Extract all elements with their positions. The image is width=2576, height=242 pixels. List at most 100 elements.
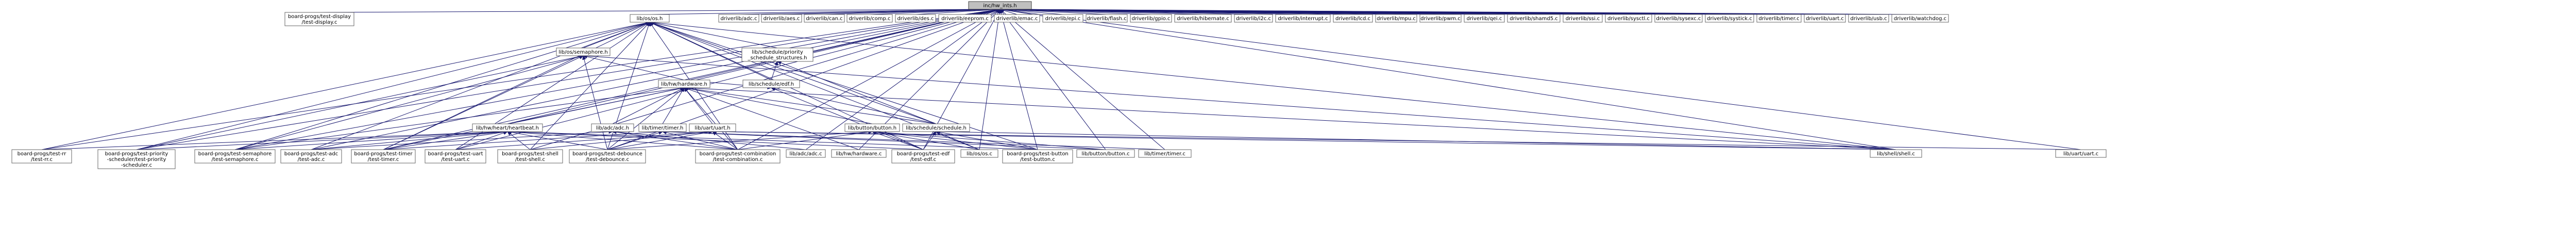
node-label: driverlib/lcd.c: [1335, 16, 1370, 22]
arrowhead: [582, 55, 586, 60]
edge-line: [979, 9, 1001, 150]
node-label: board-progs/test-semaphore: [198, 151, 272, 157]
node-lib_hw_c[interactable]: lib/hw/hardware.c: [831, 149, 887, 158]
node-bp_priority[interactable]: board-progs/test-priority-scheduler/test…: [97, 149, 176, 169]
node-drv_usb[interactable]: driverlib/usb.c: [1848, 14, 1889, 23]
edge-line: [607, 87, 685, 150]
node-lib_os_c[interactable]: lib/os/os.c: [960, 149, 998, 158]
node-drv_adc[interactable]: driverlib/adc.c: [718, 14, 759, 23]
edge-line: [612, 87, 685, 124]
node-label: -scheduler/test-priority: [107, 157, 166, 163]
node-drv_eeprom[interactable]: driverlib/eeprom.c: [938, 14, 992, 23]
node-drv_watchdog[interactable]: driverlib/watchdog.c: [1891, 14, 1949, 23]
edge-edf_h-bp_edf: [770, 87, 924, 150]
node-sem_h[interactable]: lib/os/semaphore.h: [556, 47, 611, 56]
node-bp_timer[interactable]: board-progs/test-timer/test-timer.c: [351, 149, 416, 164]
node-lib_adc_c[interactable]: lib/adc/adc.c: [786, 149, 826, 158]
node-drv_interrupt[interactable]: driverlib/interrupt.c: [1275, 14, 1331, 23]
node-edf_h[interactable]: lib/schedule/edf.h: [742, 79, 800, 88]
edge-libos-prio_h: [649, 21, 778, 49]
node-box: [1076, 149, 1135, 158]
node-hw_h[interactable]: lib/hw/hardware.h: [658, 79, 710, 88]
node-label: board-progs/test-button: [1007, 151, 1069, 157]
node-drv_comp[interactable]: driverlib/comp.c: [846, 14, 893, 23]
node-adc_h[interactable]: lib/adc/adc.h: [591, 123, 634, 132]
node-box: [1870, 149, 1922, 158]
node-label: lib/adc/adc.h: [596, 125, 629, 131]
node-drv_flash[interactable]: driverlib/flash.c: [1086, 14, 1128, 23]
node-box: [1042, 14, 1083, 23]
edge-sem_h-bp_timer: [383, 55, 584, 150]
node-drv_shamd5[interactable]: driverlib/shamd5.c: [1507, 14, 1561, 23]
node-bp_debounce[interactable]: board-progs/test-debounce/test-debounce.…: [569, 149, 646, 164]
edge-libos-bp_semaphore: [234, 21, 651, 150]
node-drv_emac[interactable]: driverlib/emac.c: [994, 14, 1040, 23]
node-drv_uart[interactable]: driverlib/uart.c: [1804, 14, 1846, 23]
node-hb_h[interactable]: lib/hw/heart/heartbeat.h: [472, 123, 543, 132]
node-lib_shell_c[interactable]: lib/shell/shell.c: [1870, 149, 1922, 158]
node-drv_hibernate[interactable]: driverlib/hibernate.c: [1174, 14, 1232, 23]
edge-line: [583, 55, 608, 150]
node-drv_timer[interactable]: driverlib/timer.c: [1756, 14, 1802, 23]
edge-line: [136, 131, 508, 150]
edge-line: [684, 87, 937, 124]
edge-line: [507, 9, 1001, 124]
node-label: board-progs/test-display: [288, 14, 351, 20]
node-bp_adc[interactable]: board-progs/test-adc/test-adc.c: [280, 149, 342, 164]
node-bp_shell[interactable]: board-progs/test-shell/test-shell.c: [497, 149, 563, 164]
node-drv_mpu[interactable]: driverlib/mpu.c: [1375, 14, 1417, 23]
edge-line: [872, 131, 924, 150]
node-box: [1130, 14, 1172, 23]
node-drv_epi[interactable]: driverlib/epi.c: [1042, 14, 1083, 23]
node-lib_timer_c[interactable]: lib/timer/timer.c: [1138, 149, 1192, 158]
node-drv_i2c[interactable]: driverlib/i2c.c: [1234, 14, 1273, 23]
node-drv_lcd[interactable]: driverlib/lcd.c: [1333, 14, 1373, 23]
node-label: driverlib/des.c: [897, 16, 934, 22]
node-bp_semaphore[interactable]: board-progs/test-semaphore/test-semaphor…: [194, 149, 276, 164]
edge-line: [455, 131, 713, 150]
edge-line: [530, 131, 713, 150]
node-prio_h[interactable]: lib/schedule/priority_schedule_structure…: [741, 47, 814, 62]
node-bp_button[interactable]: board-progs/test-button/test-button.c: [1002, 149, 1073, 164]
edge-root-lib_uart_c: [999, 8, 2081, 150]
edge-line: [712, 131, 738, 150]
node-box: [695, 149, 781, 164]
edge-line: [383, 22, 650, 150]
node-timer_h[interactable]: lib/timer/timer.h: [638, 123, 687, 132]
node-box: [1891, 14, 1949, 23]
node-box: [1507, 14, 1561, 23]
node-label: lib/button/button.h: [848, 125, 896, 131]
node-box: [1654, 14, 1703, 23]
node-bp_combination[interactable]: board-progs/test-combination/test-combin…: [695, 149, 781, 164]
node-bp_uart[interactable]: board-progs/test-uart/test-uart.c: [425, 149, 486, 164]
edge-line: [455, 9, 1001, 150]
node-drv_aes[interactable]: driverlib/aes.c: [761, 14, 802, 23]
node-lib_uart_c[interactable]: lib/uart/uart.c: [2055, 149, 2107, 158]
node-bp_edf[interactable]: board-progs/test-edf/test-edf.c: [891, 149, 955, 164]
node-uart_h[interactable]: lib/uart/uart.h: [689, 123, 736, 132]
node-lib_button_c[interactable]: lib/button/button.c: [1076, 149, 1135, 158]
edge-line: [583, 55, 1896, 150]
node-bp_rr[interactable]: board-progs/test-rr/test-rr.c: [11, 149, 72, 164]
node-label: driverlib/ssi.c: [1566, 16, 1600, 22]
edge-line: [936, 131, 1896, 150]
node-drv_gpio[interactable]: driverlib/gpio.c: [1130, 14, 1172, 23]
node-drv_pwm[interactable]: driverlib/pwm.c: [1419, 14, 1462, 23]
node-button_h[interactable]: lib/button/button.h: [844, 123, 900, 132]
node-drv_sysexc[interactable]: driverlib/sysexc.c: [1654, 14, 1703, 23]
node-box: [1086, 14, 1128, 23]
node-drv_ssi[interactable]: driverlib/ssi.c: [1563, 14, 1603, 23]
node-bp_display[interactable]: board-progs/test-display/test-display.c: [284, 12, 354, 26]
node-schedule_h[interactable]: lib/schedule/schedule.h: [902, 123, 970, 132]
edge-line: [662, 87, 685, 124]
node-libos[interactable]: lib/os/os.h: [630, 14, 670, 23]
edge-button_h-lib_button_c: [871, 130, 1106, 150]
node-root[interactable]: inc/hw_ints.h: [968, 1, 1032, 10]
edge-root-lib_timer_c: [999, 9, 1165, 150]
node-drv_can[interactable]: driverlib/can.c: [804, 14, 845, 23]
edge-line: [936, 131, 1038, 150]
node-drv_sysctl[interactable]: driverlib/sysctl.c: [1605, 14, 1652, 23]
node-drv_systick[interactable]: driverlib/systick.c: [1705, 14, 1754, 23]
node-drv_qei[interactable]: driverlib/qei.c: [1464, 14, 1505, 23]
node-drv_des[interactable]: driverlib/des.c: [895, 14, 936, 23]
